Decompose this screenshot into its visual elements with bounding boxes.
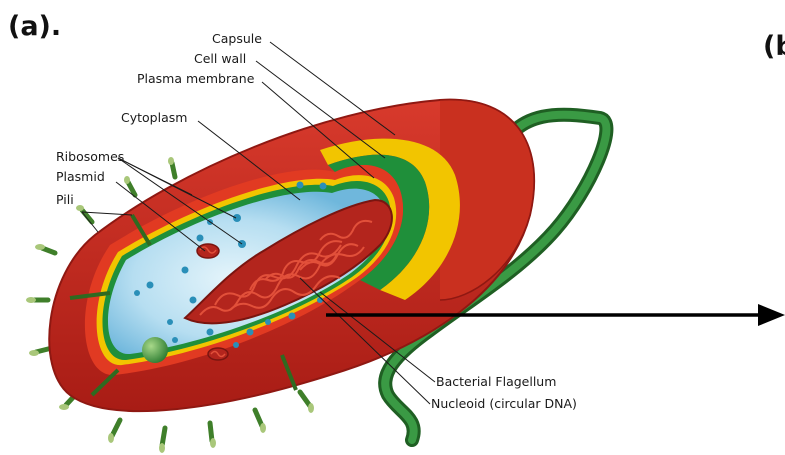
plasmid-2 (208, 348, 228, 360)
plasmid-1 (197, 244, 219, 258)
label-pili: Pili (56, 194, 74, 207)
label-ribosomes: Ribosomes (56, 151, 124, 164)
label-nucleoid: Nucleoid (circular DNA) (431, 398, 577, 411)
label-cell-wall: Cell wall (194, 53, 246, 66)
label-plasmid: Plasmid (56, 171, 105, 184)
label-plasma-membrane: Plasma membrane (137, 73, 254, 86)
label-capsule: Capsule (212, 33, 262, 46)
granule (142, 337, 168, 363)
label-cytoplasm: Cytoplasm (121, 112, 187, 125)
label-flagellum: Bacterial Flagellum (436, 376, 556, 389)
